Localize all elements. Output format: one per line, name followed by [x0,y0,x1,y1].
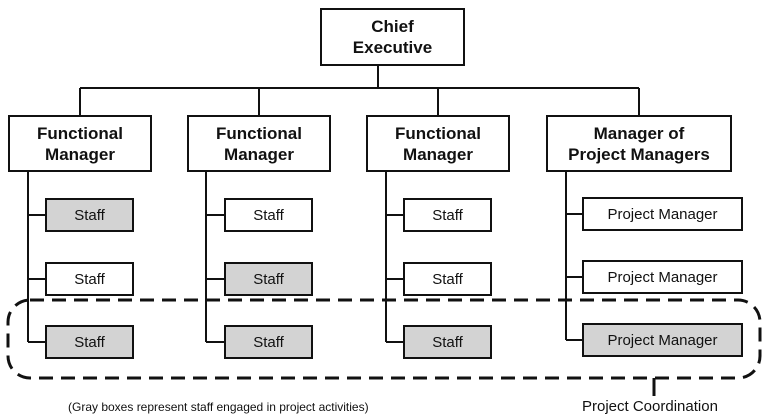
project-manager-box: Project Manager [582,197,743,231]
project-manager-label: Project Manager [607,205,718,223]
staff-box: Staff [45,198,134,232]
staff-box: Staff [45,262,134,296]
functional-manager-3-label: Functional Manager [395,123,481,164]
functional-manager-1-label: Functional Manager [37,123,123,164]
chief-executive-label: Chief Executive [352,17,433,57]
project-coordination-label: Project Coordination [582,398,718,415]
project-manager-label: Project Manager [607,268,718,286]
chief-executive-box: Chief Executive [320,8,465,66]
footnote: (Gray boxes represent staff engaged in p… [68,400,369,414]
functional-manager-3-box: Functional Manager [366,115,510,172]
staff-label: Staff [253,206,284,224]
staff-box: Staff [403,262,492,296]
functional-manager-2-box: Functional Manager [187,115,331,172]
staff-label: Staff [253,270,284,288]
staff-label: Staff [253,333,284,351]
staff-label: Staff [74,206,105,224]
project-coordination-region [6,298,762,380]
project-manager-label: Project Manager [607,331,718,349]
project-manager-box: Project Manager [582,323,743,357]
staff-box: Staff [403,198,492,232]
staff-label: Staff [74,333,105,351]
staff-label: Staff [432,333,463,351]
project-manager-box: Project Manager [582,260,743,294]
staff-box: Staff [224,198,313,232]
manager-of-project-managers-label: Manager of Project Managers [568,123,710,164]
staff-box: Staff [403,325,492,359]
staff-label: Staff [432,206,463,224]
staff-label: Staff [432,270,463,288]
manager-of-project-managers-box: Manager of Project Managers [546,115,732,172]
staff-label: Staff [74,270,105,288]
staff-box: Staff [45,325,134,359]
staff-box: Staff [224,262,313,296]
functional-manager-2-label: Functional Manager [216,123,302,164]
staff-box: Staff [224,325,313,359]
functional-manager-1-box: Functional Manager [8,115,152,172]
